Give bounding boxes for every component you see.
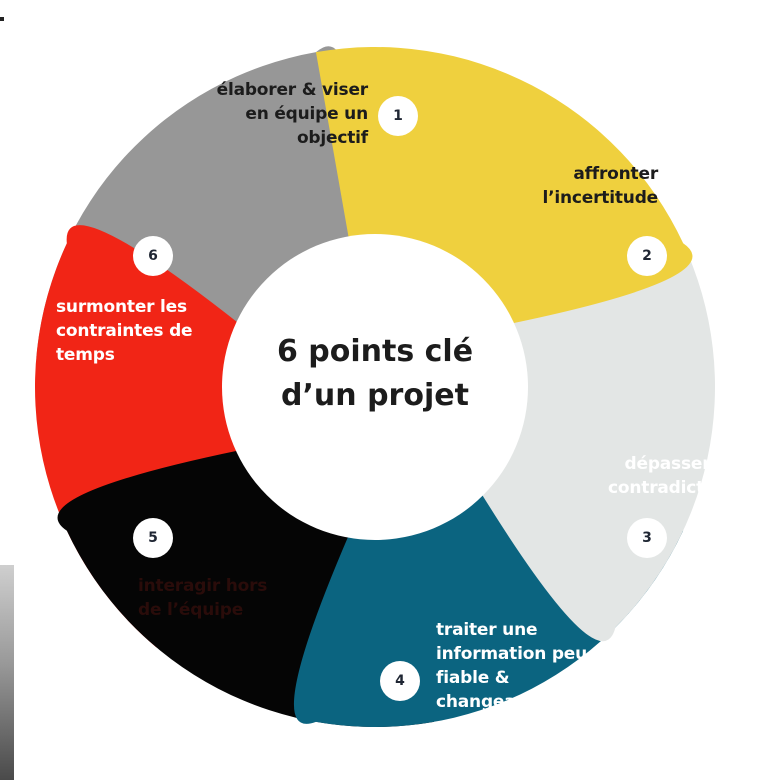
segment-6-line-1: surmonter les xyxy=(56,297,187,317)
segment-6-line-3: temps xyxy=(56,345,115,365)
photo-fragment xyxy=(0,565,14,780)
segment-4-line-3: fiable & xyxy=(436,668,510,688)
segment-5-line-1: interagir hors xyxy=(138,576,268,596)
center-title-line2: d’un projet xyxy=(281,378,469,413)
segment-4-badge: 4 xyxy=(380,661,420,701)
segment-3-line-2: contradictions xyxy=(608,478,743,498)
segment-2-line-2: l’incertitude xyxy=(542,188,659,208)
segment-4-line-2: information peu xyxy=(436,644,588,664)
segment-1-badge: 1 xyxy=(378,96,418,136)
segment-3-badge: 3 xyxy=(627,518,667,558)
center-title: 6 points clé d’un projet xyxy=(270,330,480,418)
center-title-line1: 6 points clé xyxy=(276,334,474,369)
segment-5-label: interagir hors de l’équipe xyxy=(138,574,308,622)
segment-4-label: traiter une information peu fiable & cha… xyxy=(436,618,616,714)
segment-2-line-1: affronter xyxy=(573,164,658,184)
segment-3-label: dépasser les contradictions xyxy=(570,452,743,500)
center-circle xyxy=(222,234,528,540)
segment-4-line-4: changeante xyxy=(436,692,547,712)
segment-3-line-1: dépasser les xyxy=(624,454,744,474)
segment-5-badge: 5 xyxy=(133,518,173,558)
segment-2-badge: 2 xyxy=(627,236,667,276)
segment-4-line-1: traiter une xyxy=(436,620,538,640)
segment-1-label: élaborer & viser en équipe un objectif xyxy=(180,78,369,150)
segment-1-line-3: objectif xyxy=(296,128,368,148)
corner-dot xyxy=(0,17,4,21)
segment-1-line-1: élaborer & viser xyxy=(216,80,369,100)
segment-6-badge: 6 xyxy=(133,236,173,276)
segment-6-label: surmonter les contraintes de temps xyxy=(56,295,226,367)
segment-5-line-2: de l’équipe xyxy=(138,600,244,620)
segment-1-line-2: en équipe un xyxy=(245,104,368,124)
segment-6-line-2: contraintes de xyxy=(56,321,193,341)
segment-2-label: affronter l’incertitude xyxy=(500,162,659,210)
